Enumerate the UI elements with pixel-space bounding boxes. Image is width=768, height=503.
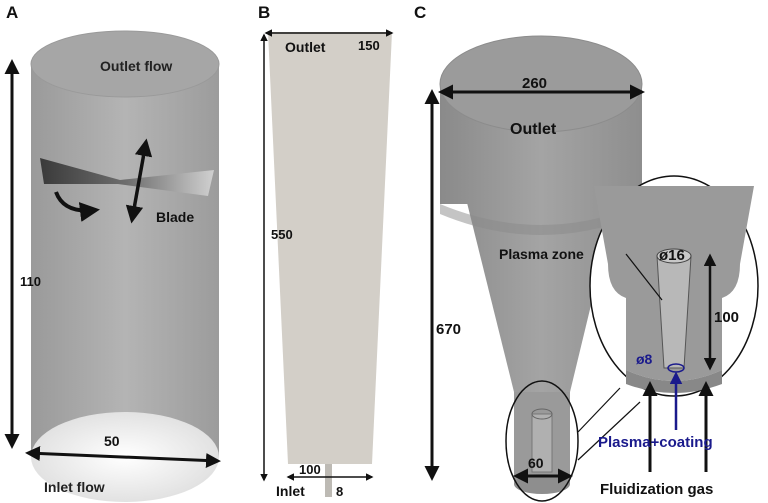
nozzle-diameter-label: ø8: [636, 351, 653, 367]
tube-diameter-label: ø16: [659, 247, 685, 264]
top-diameter-label-c: 260: [522, 75, 547, 92]
height-label-a: 110: [20, 274, 41, 289]
zoom-connector-upper: [577, 387, 621, 433]
bottom-dimension-label-b: 100: [299, 462, 321, 477]
bottom-detail-outline: [505, 380, 579, 502]
bottom-diameter-label-c: 60: [528, 455, 544, 471]
plasma-coating-label: Plasma+coating: [598, 434, 713, 451]
plasma-zone-label: Plasma zone: [499, 246, 584, 262]
outlet-label-b: Outlet: [285, 39, 326, 55]
panel-b: B Outlet 150 550 100 Inlet 8: [258, 3, 394, 499]
blade-shape: [40, 158, 214, 196]
height-label-c: 670: [436, 321, 461, 338]
inlet-label-b: Inlet: [276, 483, 305, 499]
panel-b-letter: B: [258, 3, 270, 22]
panel-a: A Outlet flow Blade 110 50 Inlet flow: [4, 3, 221, 502]
panel-a-letter: A: [6, 3, 18, 22]
panel-b-body: [268, 32, 392, 464]
tube-length-label: 100: [714, 309, 739, 326]
cylinder-shadow: [440, 204, 642, 235]
plasma-zone-leader: [625, 253, 663, 301]
inlet-flow-label: Inlet flow: [44, 479, 105, 495]
rotation-arrow: [54, 191, 100, 222]
diameter-dimension-arrow-a: [25, 446, 221, 468]
inlet-width-label-b: 8: [336, 484, 343, 499]
plasma-tube-top: [656, 248, 692, 264]
bottom-inner-tube-top: [531, 408, 553, 420]
inlet-stub: [325, 464, 332, 497]
blade-movement-arrow: [125, 138, 153, 224]
outlet-flow-label: Outlet flow: [100, 58, 172, 74]
blade-label: Blade: [156, 209, 194, 225]
fluidization-gas-label: Fluidization gas: [600, 481, 713, 498]
top-dimension-label-b: 150: [358, 38, 380, 53]
panel-c: C: [414, 3, 759, 502]
panel-c-letter: C: [414, 3, 426, 22]
zoom-connector-lower: [577, 401, 641, 461]
cylinder-a-body: [31, 64, 219, 457]
cylinder-a-top: [30, 30, 220, 98]
diameter-label-a: 50: [104, 433, 120, 449]
outlet-label-c: Outlet: [510, 121, 557, 138]
height-label-b: 550: [271, 227, 293, 242]
upper-cylinder-top: [439, 35, 643, 133]
